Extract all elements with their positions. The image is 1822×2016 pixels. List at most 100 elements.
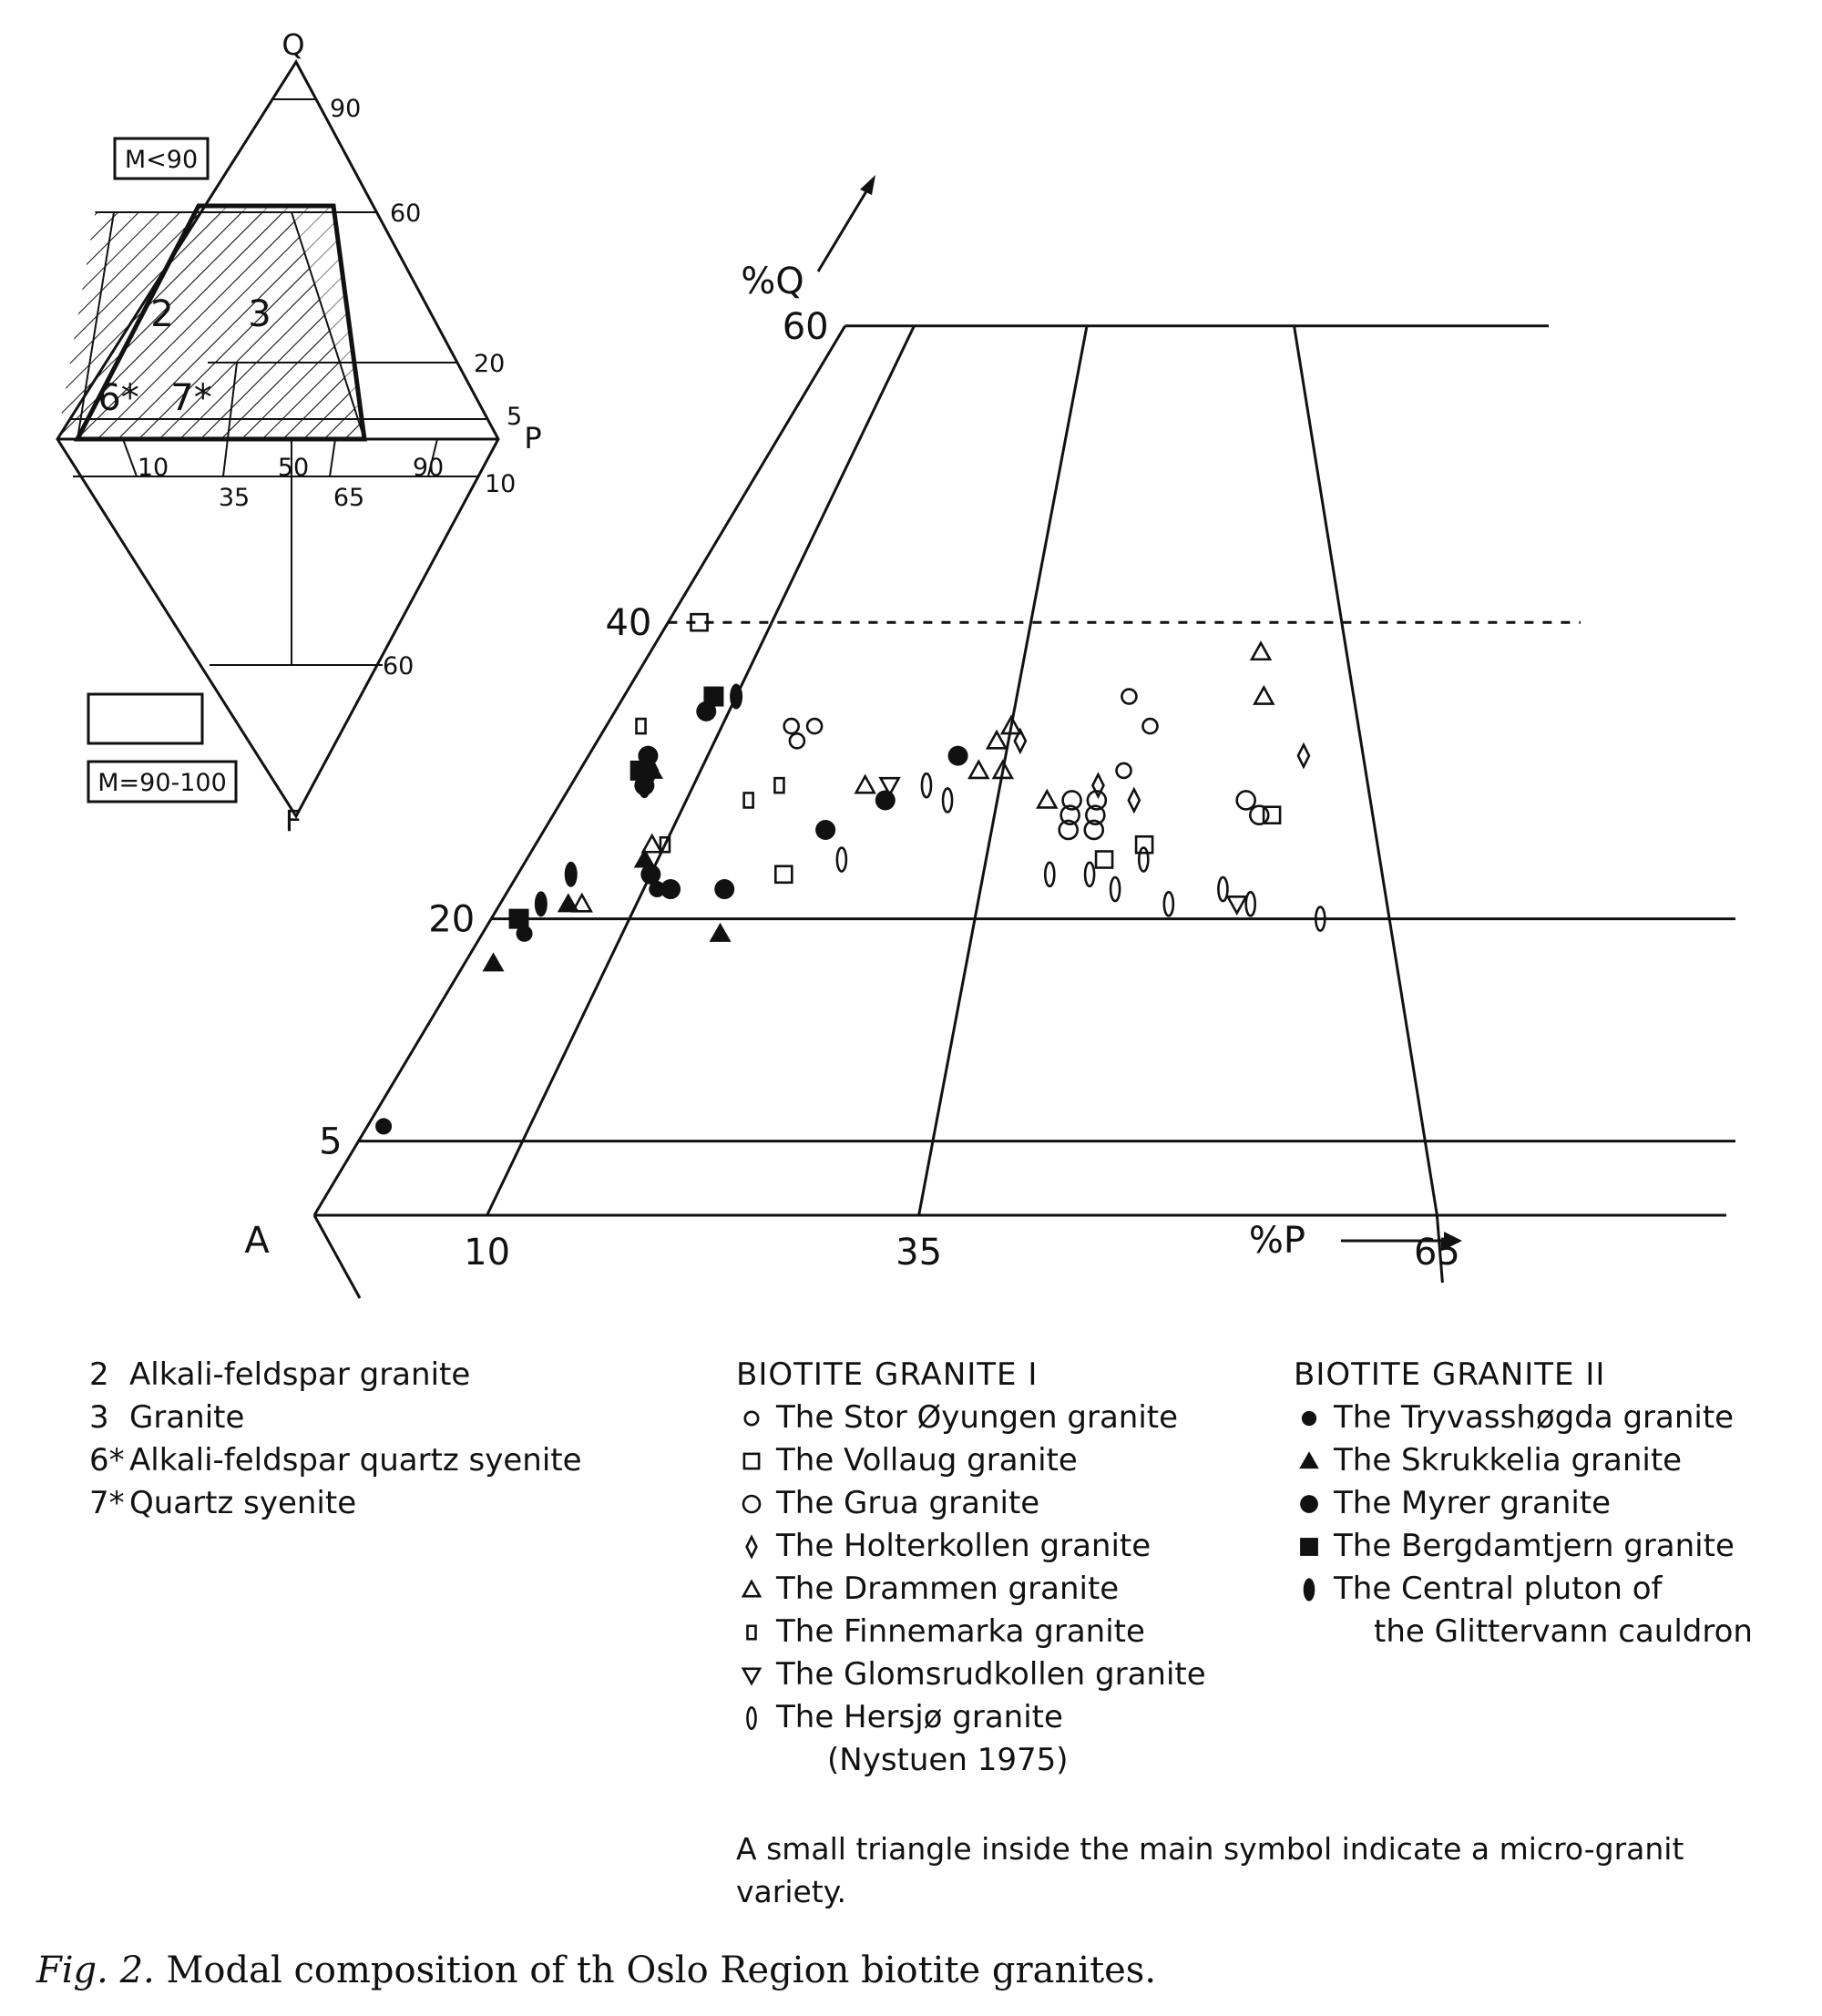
apex-a-label: A: [244, 1220, 270, 1262]
m-90-100-box: [87, 760, 238, 803]
main-ternary-grid: [312, 324, 1735, 1299]
point-zero: [920, 772, 933, 799]
point-open-triangle: [967, 759, 990, 780]
legend-symbol: [746, 1624, 757, 1640]
point-filled-circle: [660, 879, 681, 900]
m-lt-90-label: M<90: [125, 146, 198, 174]
legend-group2-cont: the Glittervann cauldron: [1374, 1613, 1753, 1650]
inset-q-tick-90: 90: [330, 95, 361, 123]
inset-vertex-f: F: [285, 803, 302, 838]
filled-square-icon: [1294, 1531, 1334, 1562]
point-open-square: [1094, 850, 1114, 869]
down-triangle-icon: [736, 1660, 776, 1691]
legend-rock-label: Alkali-feldspar granite: [129, 1356, 471, 1393]
point-filled-circle: [714, 879, 735, 900]
q-axis-label: %Q: [741, 261, 804, 302]
legend-group2-title: BIOTITE GRANITE II: [1294, 1356, 1606, 1393]
legend-entry: The Grua granite: [736, 1482, 1206, 1525]
legend-entry: The Myrer granite: [1294, 1482, 1753, 1525]
caption-text: Modal composition of th Oslo Region biot…: [166, 1949, 1157, 1991]
point-open-triangle: [1249, 640, 1273, 661]
point-zero: [1043, 861, 1056, 888]
small-dot-icon: [1294, 1403, 1334, 1434]
q-tick-label-40: 40: [605, 602, 651, 644]
point-small-square: [742, 792, 754, 809]
micro-granit-note: A small triangle inside the main symbol …: [736, 1831, 1684, 1909]
point-zero: [1137, 846, 1150, 873]
point-small-square: [773, 776, 785, 794]
legend-entry-label: The Tryvasshøgda granite: [1334, 1399, 1735, 1436]
point-small-dot: [375, 1118, 393, 1135]
legend-entry-label: The Vollaug granite: [776, 1442, 1078, 1479]
m-lt-90-box: [113, 137, 210, 180]
point-diamond: [1090, 772, 1105, 800]
legend-entry: The Holterkollen granite: [736, 1525, 1206, 1568]
inset-q-tick-20: 20: [474, 350, 505, 378]
point-open-circle: [1059, 804, 1080, 826]
inset-ap-tick-10: 10: [138, 454, 169, 482]
legend-entry: The Central pluton of: [1294, 1568, 1753, 1611]
inset-field-3: 3: [248, 293, 271, 335]
legend-entry-label: The Grua granite: [776, 1485, 1040, 1521]
legend-rock-type: 7*Quartz syenite: [89, 1482, 582, 1525]
open-triangle-icon: [736, 1574, 776, 1605]
point-filled-square: [508, 908, 529, 929]
point-zero: [835, 846, 848, 873]
inset-field-2: 2: [150, 293, 173, 335]
data-points: [375, 612, 1326, 1135]
p-gridline-10: [486, 325, 916, 1216]
legend-rock-num: 6*: [89, 1442, 125, 1479]
legend-group1-title: BIOTITE GRANITE I: [736, 1356, 1039, 1393]
legend-rock-num: 7*: [89, 1485, 125, 1521]
p-tick-label-65: 65: [1414, 1232, 1460, 1274]
point-filled-square: [703, 686, 724, 707]
point-open-triangle: [854, 773, 876, 794]
legend-symbol: [741, 1578, 763, 1598]
point-open-triangle: [570, 892, 593, 913]
legend-entry-label: The Skrukkelia granite: [1334, 1442, 1683, 1479]
point-diamond: [1127, 786, 1141, 814]
legend-symbol: [745, 1533, 758, 1560]
point-filled-circle: [947, 745, 968, 766]
point-small-circle: [1121, 688, 1138, 705]
inset-vertex-p: P: [524, 421, 541, 455]
q-axis-arrow: [816, 186, 871, 272]
point-open-square: [1262, 805, 1282, 825]
point-small-circle: [805, 717, 824, 735]
legend-rock-label: Granite: [129, 1399, 245, 1436]
legend-entry: The Finnemarka granite: [736, 1611, 1206, 1653]
m-90-100-label: M=90-100: [97, 769, 227, 797]
filled-circle-icon: [1294, 1489, 1334, 1520]
legend-entry-label: The Bergdamtjern granite: [1334, 1528, 1735, 1564]
point-filled-circle: [640, 864, 661, 885]
point-filled-triangle: [633, 848, 656, 868]
small-square-icon: [736, 1617, 776, 1648]
m-90-100-swatch: [87, 692, 204, 745]
point-open-square: [690, 612, 709, 632]
inset-ap-tick-65: 65: [333, 484, 364, 512]
point-open-circle: [1235, 790, 1256, 811]
q-tick-label-60: 60: [783, 306, 829, 348]
point-open-triangle: [991, 759, 1015, 780]
point-diamond: [1013, 727, 1028, 755]
legend-entry-label: The Central pluton of: [1334, 1571, 1663, 1607]
point-zero: [1217, 875, 1229, 903]
legend-entry: The Vollaug granite: [736, 1439, 1206, 1482]
inset-ap-tick-35: 35: [219, 484, 250, 512]
legend-rock-type: 6*Alkali-feldspar quartz syenite: [89, 1439, 582, 1482]
point-filled-triangle: [482, 952, 505, 972]
inset-ap-tick-50: 50: [278, 454, 309, 482]
p-tick-label-35: 35: [896, 1232, 942, 1274]
legend-symbol: [1303, 1577, 1315, 1602]
point-filled-oval: [564, 861, 578, 887]
point-filled-oval: [730, 683, 743, 710]
inset-field-7: 7*: [170, 377, 211, 419]
filled-triangle-icon: [1294, 1446, 1334, 1477]
point-filled-oval: [534, 891, 548, 917]
main-axis-labels: A %Q %P: [244, 175, 1462, 1262]
p-axis-label: %P: [1249, 1220, 1305, 1262]
legend-symbol: [742, 1452, 761, 1469]
point-small-circle: [1115, 762, 1132, 780]
